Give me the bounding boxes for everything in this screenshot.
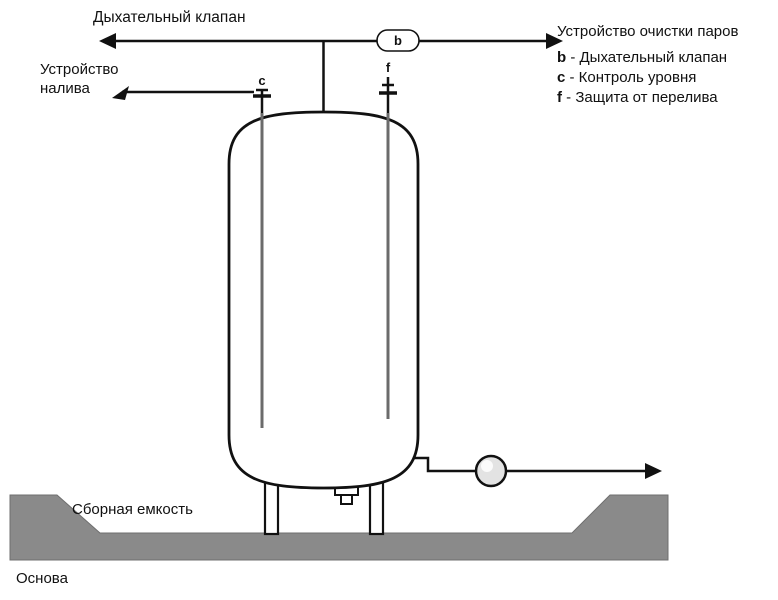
legend-item-f: f - Защита от перелива (557, 88, 727, 108)
legend: b - Дыхательный клапан c - Контроль уров… (557, 48, 727, 108)
arrowhead-left-icon (99, 33, 116, 49)
vapor-cleaning-label: Устройство очистки паров (557, 23, 739, 40)
filling-device-label: Устройство налива (40, 60, 118, 98)
outlet-pipe (406, 454, 662, 488)
legend-text-b: - Дыхательный клапан (570, 49, 728, 66)
valve-b-marker: b (394, 33, 402, 48)
legend-item-c: c - Контроль уровня (557, 68, 727, 88)
legend-key-f: f (557, 89, 562, 106)
filling-arrowhead-icon (112, 86, 129, 100)
pump-highlight (481, 460, 493, 472)
filling-device-label-line1: Устройство (40, 61, 119, 78)
legend-key-c: c (557, 69, 566, 86)
pump-icon (474, 454, 508, 488)
foundation-label: Основа (16, 570, 68, 587)
outlet-arrowhead-icon (645, 463, 662, 479)
valve-b-body (376, 29, 420, 52)
legend-text-f: - Защита от перелива (566, 89, 718, 106)
overflow-protection-marker: f (385, 60, 391, 75)
nozzle-c (253, 88, 271, 113)
legend-text-c: - Контроль уровня (569, 69, 697, 86)
foundation-basin (9, 494, 669, 561)
tank-vessel (227, 110, 420, 490)
filling-device-label-line2: налива (40, 80, 90, 97)
collection-tank-label: Сборная емкость (72, 501, 193, 518)
legend-item-b: b - Дыхательный клапан (557, 48, 727, 68)
level-control-marker: c (258, 73, 266, 88)
breathing-valve-label: Дыхательный клапан (93, 9, 246, 26)
nozzle-f (379, 77, 397, 113)
arrowhead-right-icon (546, 33, 563, 49)
legend-key-b: b (557, 49, 567, 66)
